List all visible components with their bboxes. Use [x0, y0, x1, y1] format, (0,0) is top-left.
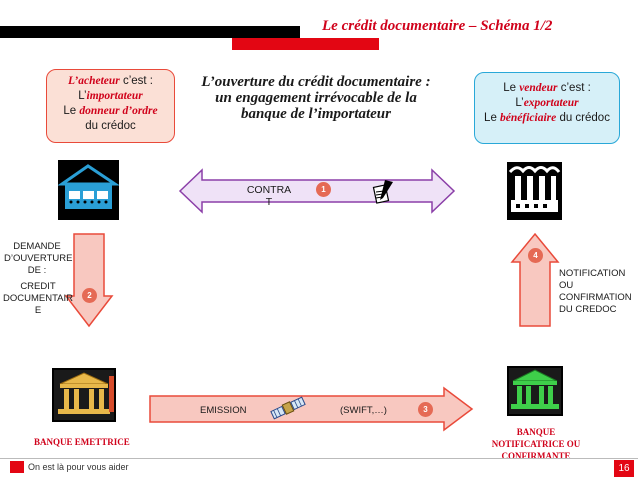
seller-factory-icon [507, 162, 562, 220]
step-4-badge: 4 [528, 248, 543, 263]
buyer-garage-icon [57, 160, 120, 220]
buyer-rest-1: c’est : [119, 75, 153, 87]
buyer-pre-2: L’ [78, 90, 87, 102]
diagram-heading: L’ouverture du crédit documentaire : un … [201, 74, 431, 122]
header-black-bar [0, 26, 300, 38]
demand-down-arrow [64, 233, 114, 328]
buyer-box: L’acheteur c’est : L’importateur Le donn… [46, 69, 175, 143]
seller-pre-3: Le [484, 112, 501, 124]
seller-hl-3: bénéficiaire [500, 112, 557, 124]
footer-slogan: On est là pour vous aider [28, 462, 129, 472]
contract-label: CONTRA T [246, 184, 292, 208]
seller-hl-1: vendeur [519, 82, 558, 94]
step-1-badge: 1 [316, 182, 331, 197]
page-number: 16 [614, 460, 634, 477]
footer-divider [0, 458, 638, 459]
emission-label: EMISSION [200, 405, 247, 416]
notifying-bank-label: BANQUE NOTIFICATRICE OU CONFIRMANTE [491, 427, 581, 461]
buyer-line-4: du crédoc [85, 120, 136, 132]
seller-pre-1: Le [503, 82, 520, 94]
seller-hl-2: exportateur [523, 97, 579, 109]
notification-label: NOTIFICATION OU CONFIRMATION DU CREDOC [559, 268, 632, 315]
swift-label: (SWIFT,…) [340, 405, 387, 416]
step-2-badge: 2 [82, 288, 97, 303]
emission-arrow [149, 386, 474, 432]
signing-pen-icon [372, 180, 393, 204]
seller-pre-2: L’ [515, 97, 524, 109]
issuing-bank-icon [52, 368, 116, 422]
buyer-pre-3: Le [63, 105, 80, 117]
buyer-hl-2: importateur [86, 90, 143, 102]
slide-title: Le crédit documentaire – Schéma 1/2 [322, 18, 553, 34]
demand-label-1: DEMANDE D’OUVERTURE DE : [4, 241, 73, 276]
buyer-hl-1: L’acheteur [68, 75, 120, 87]
issuing-bank-label: BANQUE EMETTRICE [34, 437, 130, 447]
notifying-bank-icon [507, 366, 563, 416]
seller-rest-3: du crédoc [556, 112, 610, 124]
seller-rest-1: c’est : [557, 82, 591, 94]
header-red-bar [232, 38, 379, 50]
buyer-hl-3: donneur d’ordre [79, 105, 158, 117]
notification-up-arrow [510, 232, 560, 327]
satellite-icon [270, 396, 306, 420]
step-3-badge: 3 [418, 402, 433, 417]
demand-label-2: CREDIT DOCUMENTAIR E [2, 281, 74, 316]
seller-box: Le vendeur c’est : L’exportateur Le béné… [474, 72, 620, 144]
bank-logo-icon [10, 461, 24, 473]
